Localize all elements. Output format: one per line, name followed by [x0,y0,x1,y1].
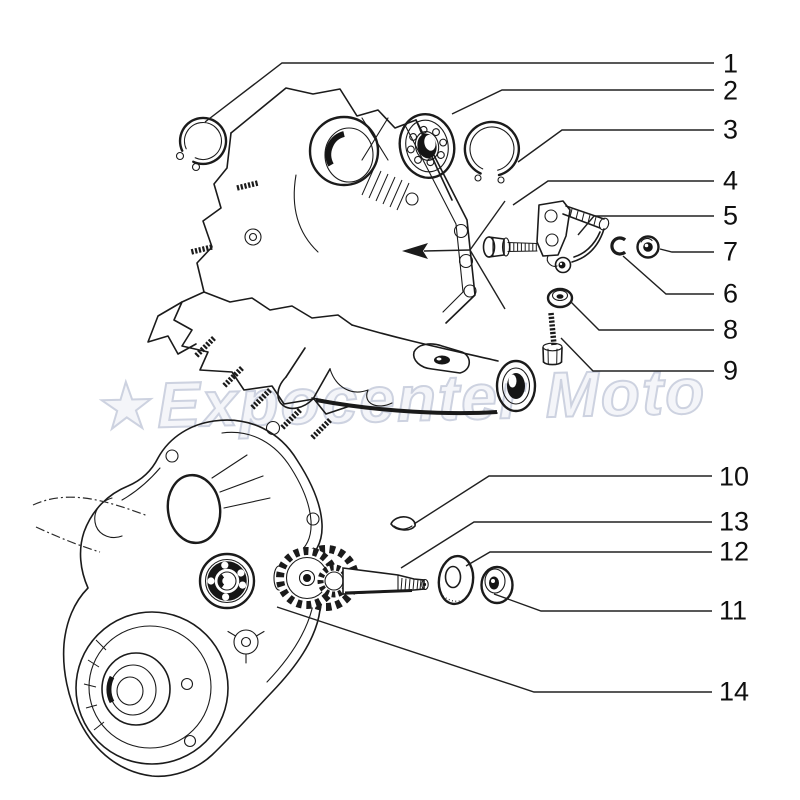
callout-line-3 [517,129,714,163]
watermark-text: ★Expocenter Moto [97,355,707,443]
callout-line-1 [204,62,714,123]
part-number-8: 8 [723,314,738,344]
part-number-5: 5 [723,200,738,230]
callout-line-4 [512,180,714,206]
woodruff-key-10 [390,516,416,531]
callout-line-9 [560,337,714,372]
part-number-10: 10 [719,461,749,491]
stud-9 [542,312,563,366]
circlip-1 [175,116,228,172]
part-number-2: 2 [723,75,738,105]
callout-line-10 [413,475,712,525]
part-number-11: 11 [719,595,747,625]
assembly-arrow-bracket-line [469,249,506,310]
lower-assembly [32,419,514,778]
callout-line-13 [400,521,712,569]
part-number-3: 3 [723,114,738,144]
ball-bearing-2 [398,112,456,180]
bolt-4 [482,236,538,258]
callout-line-8 [570,301,714,331]
nut-8 [546,287,574,309]
part-number-14: 14 [719,676,749,706]
nut-7 [636,235,660,259]
part-number-1: 1 [723,48,738,78]
upper-assembly [147,87,660,440]
circlip-6 [610,236,627,256]
gear-shaft-13 [273,545,429,611]
bracket-5 [536,200,610,274]
callout-line-11 [493,593,712,612]
callout-line-2 [451,89,714,115]
part-number-6: 6 [723,278,738,308]
assembly-arrow-tail [423,249,471,252]
part-number-9: 9 [723,355,738,385]
callout-line-6 [622,255,714,295]
crankcase-half [147,87,537,440]
callout-line-12 [465,551,712,567]
callout-line-5 [577,215,714,236]
circlip-3 [463,120,521,184]
nut-11 [480,565,514,605]
callout-line-7 [659,248,714,253]
callout-line-14 [276,606,712,693]
assembly-arrow-head [402,243,428,259]
bearing-14 [198,552,256,610]
part-number-13: 13 [719,506,749,536]
assembly-arrow-bracket-line [469,200,506,251]
part-number-7: 7 [723,236,738,266]
part-number-4: 4 [723,165,738,195]
part-number-12: 12 [719,536,749,566]
crankcase-cover [32,419,323,778]
washer-12 [437,554,475,606]
assembly-arrow [402,200,506,310]
